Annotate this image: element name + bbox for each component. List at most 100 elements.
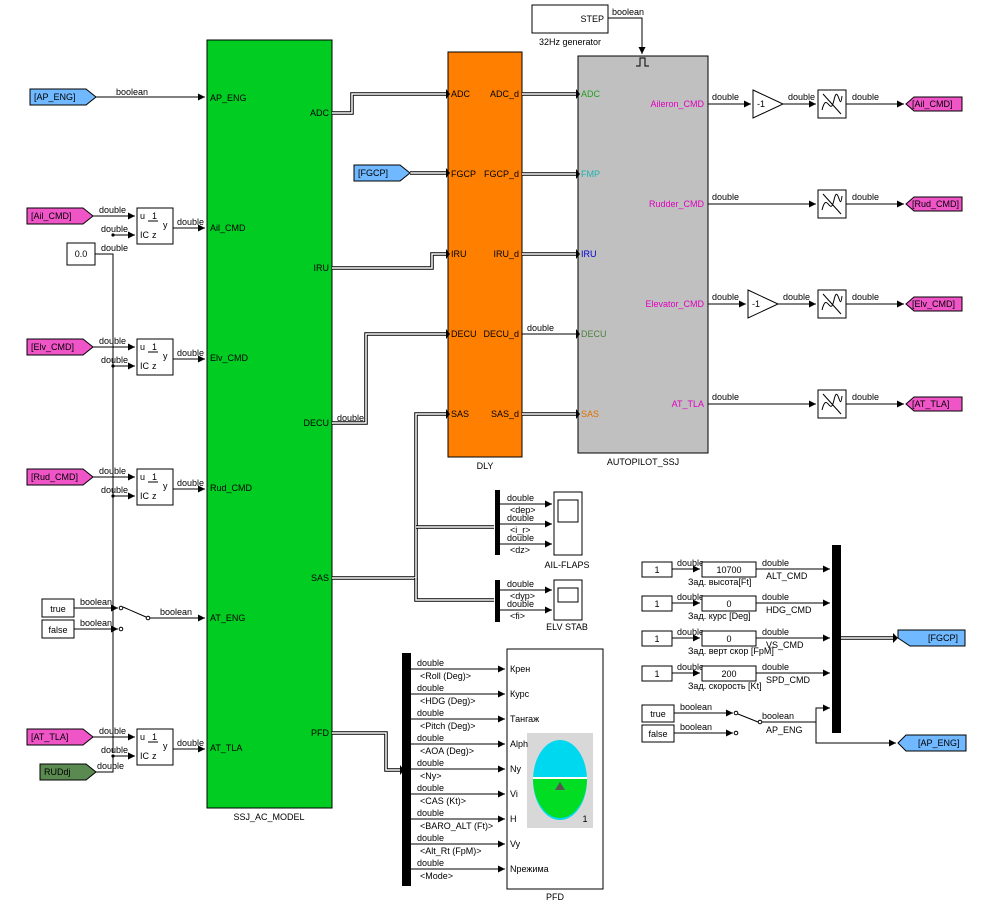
svg-text:IRU: IRU bbox=[314, 263, 330, 273]
svg-text:AT_ENG: AT_ENG bbox=[210, 613, 245, 623]
svg-text:double: double bbox=[101, 745, 128, 755]
fgcp-one-alt[interactable]: 1 bbox=[641, 561, 673, 578]
svg-text:AT_TLA: AT_TLA bbox=[672, 399, 704, 409]
svg-text:Зад. скорость [Kt]: Зад. скорость [Kt] bbox=[688, 681, 762, 691]
svg-text:SAS: SAS bbox=[581, 409, 599, 419]
svg-text:[Ail_CMD]: [Ail_CMD] bbox=[912, 99, 953, 109]
from-ail-cmd-tag[interactable]: [Ail_CMD] bbox=[26, 207, 94, 225]
svg-text:boolean: boolean bbox=[80, 597, 112, 607]
svg-text:0: 0 bbox=[726, 634, 731, 644]
aileron-gain-block[interactable]: -1 bbox=[752, 89, 785, 119]
from-fgcp-tag[interactable]: [FGCP] bbox=[353, 164, 411, 182]
dly-autopilot-buses bbox=[522, 92, 576, 416]
from-ap-eng-tag[interactable]: [AP_ENG] bbox=[29, 88, 97, 106]
ssj-ac-model-block[interactable]: AP_ENG Ail_CMD Elv_CMD Rud_CMD AT_ENG AT… bbox=[206, 39, 333, 822]
manual-switch-at-eng[interactable] bbox=[118, 605, 151, 632]
svg-text:1: 1 bbox=[654, 565, 659, 575]
ail-flaps-scope[interactable]: AIL-FLAPS bbox=[544, 491, 590, 570]
svg-text:H: H bbox=[510, 814, 517, 824]
fgcp-manual-switch[interactable] bbox=[733, 710, 763, 736]
svg-text:y: y bbox=[163, 741, 168, 751]
svg-text:double: double bbox=[417, 683, 444, 693]
goto-at-tla-tag[interactable]: [AT_TLA] bbox=[905, 396, 963, 412]
goto-aileron-tag[interactable]: [Ail_CMD] bbox=[905, 96, 963, 112]
fgcp-one-hdg[interactable]: 1 bbox=[641, 595, 673, 612]
elevator-filter-block[interactable] bbox=[817, 289, 847, 319]
svg-text:IC: IC bbox=[140, 361, 150, 371]
fgcp-value-alt[interactable]: 10700 bbox=[701, 561, 757, 578]
fgcp-one-vs[interactable]: 1 bbox=[641, 630, 673, 647]
svg-text:double: double bbox=[762, 627, 789, 637]
svg-text:Крен: Крен bbox=[510, 664, 530, 674]
ail-flaps-demux[interactable] bbox=[495, 490, 500, 555]
fgcp-value-hdg[interactable]: 0 bbox=[701, 595, 757, 612]
fgcp-one-spd[interactable]: 1 bbox=[641, 665, 673, 682]
from-at-tla-tag[interactable]: [AT_TLA] bbox=[26, 728, 94, 746]
aileron-filter-block[interactable] bbox=[817, 89, 847, 119]
svg-text:AT_TLA: AT_TLA bbox=[210, 743, 242, 753]
svg-text:<AOA (Deg)>: <AOA (Deg)> bbox=[420, 746, 474, 756]
svg-text:Vi: Vi bbox=[510, 789, 518, 799]
svg-text:SAS: SAS bbox=[451, 409, 469, 419]
from-elv-cmd-tag[interactable]: [Elv_CMD] bbox=[26, 338, 94, 356]
svg-text:boolean: boolean bbox=[160, 607, 192, 617]
svg-text:Rud_CMD: Rud_CMD bbox=[210, 483, 253, 493]
svg-text:double: double bbox=[417, 733, 444, 743]
constant-zero-block[interactable]: 0.0 bbox=[66, 242, 96, 266]
svg-text:0.0: 0.0 bbox=[75, 249, 88, 259]
svg-text:double: double bbox=[852, 192, 879, 202]
elevator-gain-block[interactable]: -1 bbox=[747, 289, 780, 319]
svg-text:double: double bbox=[507, 579, 534, 589]
svg-text:double: double bbox=[507, 533, 534, 543]
svg-text:y: y bbox=[163, 351, 168, 361]
svg-text:[Rud_CMD]: [Rud_CMD] bbox=[912, 199, 959, 209]
svg-text:AP_ENG: AP_ENG bbox=[210, 93, 247, 103]
svg-text:double: double bbox=[101, 243, 128, 253]
svg-text:<HDG (Deg)>: <HDG (Deg)> bbox=[420, 696, 476, 706]
dly-block[interactable]: ADC FGCP IRU DECU SAS ADC_d FGCP_d IRU_d… bbox=[447, 51, 523, 471]
svg-text:double: double bbox=[712, 192, 739, 202]
autopilot-ssj-block[interactable]: ADC FMP IRU DECU SAS Aileron_CMD Rudder_… bbox=[577, 55, 709, 467]
svg-text:[FGCP]: [FGCP] bbox=[928, 633, 958, 643]
step-generator-block[interactable]: STEP 32Hz generator bbox=[531, 4, 609, 47]
fgcp-value-vs[interactable]: 0 bbox=[701, 630, 757, 647]
autopilot-name: AUTOPILOT_SSJ bbox=[607, 457, 679, 467]
false-constant-block[interactable]: false bbox=[41, 619, 75, 639]
svg-text:Курс: Курс bbox=[510, 689, 530, 699]
goto-ap-eng-tag[interactable]: [AP_ENG] bbox=[897, 734, 967, 752]
svg-text:[FGCP]: [FGCP] bbox=[358, 168, 388, 178]
fgcp-false-constant[interactable]: false bbox=[641, 724, 675, 743]
from-rud-cmd-tag[interactable]: [Rud_CMD] bbox=[26, 468, 94, 486]
goto-rudder-tag[interactable]: [Rud_CMD] bbox=[905, 196, 963, 212]
svg-text:-1: -1 bbox=[752, 299, 760, 309]
svg-text:[AT_TLA]: [AT_TLA] bbox=[912, 399, 949, 409]
elv-stab-scope[interactable]: ELV STAB bbox=[546, 579, 588, 632]
svg-text:<CAS (Kt)>: <CAS (Kt)> bbox=[420, 796, 466, 806]
fgcp-bus-creator[interactable] bbox=[832, 545, 841, 733]
svg-text:double: double bbox=[852, 392, 879, 402]
svg-text:AP_ENG: AP_ENG bbox=[766, 725, 803, 735]
rudder-filter-block[interactable] bbox=[817, 189, 847, 219]
fgcp-value-spd[interactable]: 200 bbox=[701, 665, 757, 682]
svg-text:[Ail_CMD]: [Ail_CMD] bbox=[31, 211, 72, 221]
svg-text:IC: IC bbox=[140, 230, 150, 240]
pfd-bus-selector[interactable] bbox=[402, 653, 411, 886]
true-constant-block[interactable]: true bbox=[41, 598, 75, 618]
svg-text:ADC: ADC bbox=[581, 89, 601, 99]
svg-text:[AP_ENG]: [AP_ENG] bbox=[34, 92, 76, 102]
goto-elevator-tag[interactable]: [Elv_CMD] bbox=[905, 296, 963, 312]
elv-stab-demux[interactable] bbox=[495, 580, 500, 622]
at-tla-filter-block[interactable] bbox=[817, 389, 847, 419]
svg-text:boolean: boolean bbox=[680, 722, 712, 732]
goto-fgcp-tag[interactable]: [FGCP] bbox=[897, 629, 966, 647]
svg-text:double: double bbox=[337, 413, 364, 423]
svg-text:double: double bbox=[417, 858, 444, 868]
svg-text:true: true bbox=[650, 709, 666, 719]
from-ruddj-tag[interactable]: RUDdj bbox=[39, 763, 97, 781]
pfd-block[interactable]: 1 PFD bbox=[506, 648, 604, 902]
fgcp-true-constant[interactable]: true bbox=[641, 704, 675, 723]
